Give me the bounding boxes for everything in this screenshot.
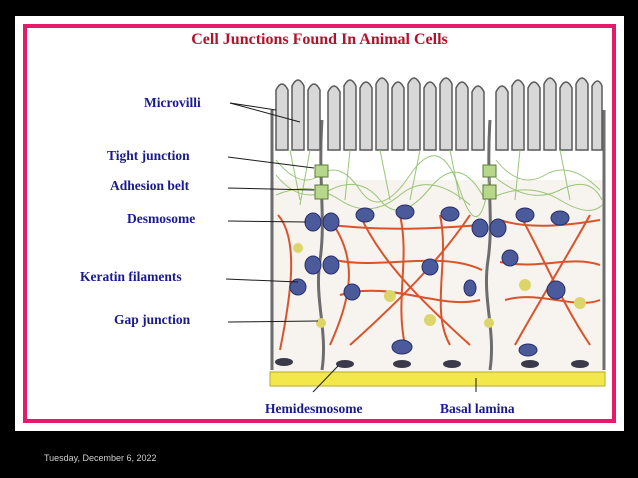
actin-network xyxy=(275,149,603,218)
hemidesmosomes xyxy=(275,358,589,368)
microvilli-group xyxy=(275,77,603,151)
cell-cytoplasm xyxy=(270,180,605,375)
label-basal-lamina: Basal lamina xyxy=(440,401,515,416)
label-keratin-filaments: Keratin filaments xyxy=(80,269,182,284)
label-microvilli: Microvilli xyxy=(144,95,201,110)
label-gap-junction: Gap junction xyxy=(114,312,191,327)
label-tight-junction: Tight junction xyxy=(107,148,190,163)
basal-lamina-layer xyxy=(269,371,606,387)
desmosomes xyxy=(289,204,570,357)
tight-junction-adhesion xyxy=(314,164,497,200)
label-adhesion-belt: Adhesion belt xyxy=(110,178,190,193)
gap-junctions xyxy=(293,243,586,328)
slide-title: Cell Junctions Found In Animal Cells xyxy=(191,31,448,48)
keratin-filaments xyxy=(277,214,601,351)
leader-lines xyxy=(225,102,477,393)
label-desmosome: Desmosome xyxy=(127,211,196,226)
slide-date: Tuesday, December 6, 2022 xyxy=(44,453,157,463)
pink-border xyxy=(23,24,616,423)
label-hemidesmosome: Hemidesmosome xyxy=(265,401,363,416)
